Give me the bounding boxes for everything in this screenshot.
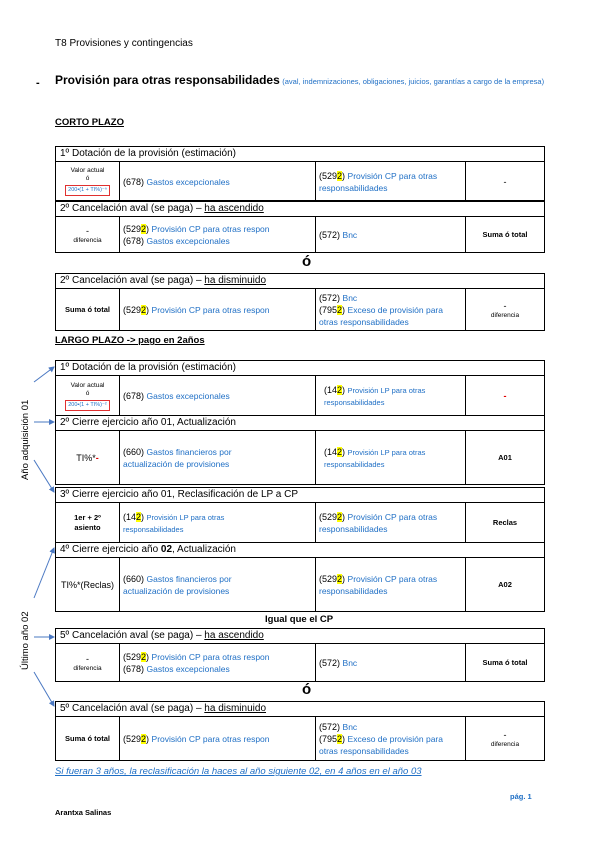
total-cell: A02 (498, 580, 512, 589)
or-separator: ó (302, 253, 312, 270)
debit-cell: (678) Gastos excepcionales (120, 376, 316, 416)
box-header: 1º Dotación de la provisión (estimación) (56, 361, 544, 376)
corto-dotacion-box: 1º Dotación de la provisión (estimación)… (55, 146, 545, 201)
total-cell: Suma ó total (482, 658, 528, 667)
igual-que-cp-note: Igual que el CP (265, 614, 334, 625)
arrow-ult-1 (33, 547, 55, 599)
largo-plazo-title: LARGO PLAZO -> pago en 2años (55, 335, 205, 346)
credit-cell: (142) Provisión LP para otras responsabi… (316, 431, 466, 485)
credit-cell: (572) Bnc (7952) Exceso de provisión par… (316, 289, 466, 331)
credit-cell: (572) Bnc (316, 217, 466, 253)
box-header: 1º Dotación de la provisión (estimación) (56, 147, 544, 162)
box-header: 3º Cierre ejercicio año 01, Reclasificac… (56, 488, 544, 503)
debit-cell: (5292) Provisión CP para otras respon (6… (120, 644, 316, 682)
document-title: T8 Provisiones y contingencias (55, 38, 193, 49)
credit-cell: (5292) Provisión CP para otras responsab… (316, 558, 466, 612)
amount-cell: Suma ó total (56, 717, 120, 761)
debit-cell: (5292) Provisión CP para otras respon (6… (120, 217, 316, 253)
largo-cancel-dis-box: 5º Cancelación aval (se paga) – ha dismi… (55, 701, 545, 761)
amount-cell: 1er + 2º asiento (56, 503, 120, 543)
amount-cell: Valor actual ó 200•(1 + TI%)⁻ⁿ (56, 162, 120, 201)
largo-reclasificacion-box: 3º Cierre ejercicio año 01, Reclasificac… (55, 487, 545, 543)
debit-cell: (678) Gastos excepcionales (120, 162, 316, 201)
box-header: 5º Cancelación aval (se paga) – ha ascen… (56, 629, 544, 644)
total-cell: - diferencia (490, 301, 520, 319)
total-cell: Reclas (492, 518, 518, 527)
author: Arantxa Salinas (55, 808, 112, 817)
corto-cancel-asc-box: 2º Cancelación aval (se paga) – ha ascen… (55, 201, 545, 253)
amount-cell: Suma ó total (56, 289, 120, 331)
or-separator: ó (302, 681, 312, 698)
credit-cell: (142) Provisión LP para otras responsabi… (316, 376, 466, 416)
amount-cell: TI%*- (56, 431, 120, 485)
bullet-dash: - (36, 77, 40, 89)
credit-cell: (572) Bnc (7952) Exceso de provisión par… (316, 717, 466, 761)
section-heading: Provisión para otras responsabilidades (… (55, 74, 545, 88)
amount-cell: Valor actual ó 200•(1 + TI%)⁻² (56, 376, 120, 416)
footnote: Si fueran 3 años, la reclasificación la … (55, 766, 422, 777)
heading-sub: (aval, indemnizaciones, obligaciones, ju… (282, 77, 545, 86)
largo-actualizacion-02-box: 4º Cierre ejercicio año 02, Actualizació… (55, 542, 545, 612)
arrow-adq-3 (33, 459, 55, 493)
formula-box: 200•(1 + TI%)⁻ⁿ (65, 185, 110, 196)
box-header: 4º Cierre ejercicio año 02, Actualizació… (56, 543, 544, 558)
debit-cell: (142) Provisión LP para otras responsabi… (120, 503, 316, 543)
debit-cell: (660) Gastos financieros por actualizaci… (120, 431, 316, 485)
amount-cell: TI%*(Reclas) (56, 558, 120, 612)
box-header: 2º Cancelación aval (se paga) – ha ascen… (56, 201, 544, 217)
total-cell: - (503, 176, 507, 187)
total-cell: A01 (498, 453, 512, 462)
largo-cancel-asc-box: 5º Cancelación aval (se paga) – ha ascen… (55, 628, 545, 682)
total-cell: - (503, 391, 507, 401)
debit-cell: (5292) Provisión CP para otras respon (120, 289, 316, 331)
credit-cell: (5292) Provisión CP para otras responsab… (316, 503, 466, 543)
debit-cell: (5292) Provisión CP para otras respon (120, 717, 316, 761)
arrow-ult-3 (33, 671, 55, 707)
credit-cell: (5292) Provisión CP para otras responsab… (316, 162, 466, 201)
debit-cell: (660) Gastos financieros por actualizaci… (120, 558, 316, 612)
box-header: 2º Cierre ejercicio año 01, Actualizació… (56, 416, 544, 431)
formula-box: 200•(1 + TI%)⁻² (65, 399, 110, 411)
largo-actualizacion-01-box: 2º Cierre ejercicio año 01, Actualizació… (55, 415, 545, 485)
box-header: 5º Cancelación aval (se paga) – ha dismi… (56, 702, 544, 717)
box-header: 2º Cancelación aval (se paga) – ha dismi… (56, 274, 544, 289)
credit-cell: (572) Bnc (316, 644, 466, 682)
corto-cancel-dis-box: 2º Cancelación aval (se paga) – ha dismi… (55, 273, 545, 331)
corto-plazo-title: CORTO PLAZO (55, 117, 124, 128)
total-cell: Suma ó total (482, 230, 528, 239)
page-number: pág. 1 (510, 792, 532, 801)
arrow-adq-1 (33, 366, 55, 383)
heading-main: Provisión para otras responsabilidades (55, 73, 280, 87)
amount-cell: - diferencia (56, 644, 120, 682)
total-cell: - diferencia (490, 730, 520, 748)
amount-cell: - diferencia (56, 217, 120, 253)
